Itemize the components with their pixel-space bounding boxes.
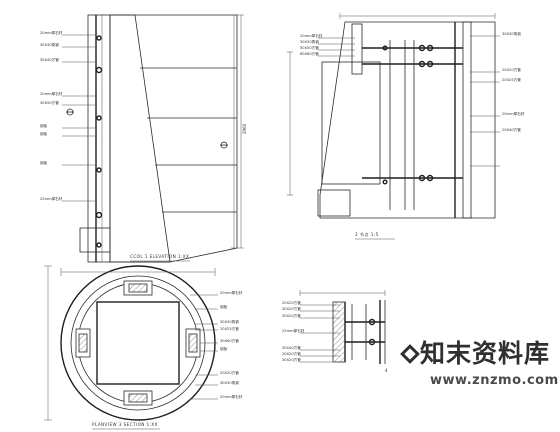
plan-inner-ring xyxy=(70,275,206,411)
small-callout-2: 30X20方管 xyxy=(282,306,301,311)
plan-callout-7: 20X20方管 xyxy=(220,370,239,375)
detail-dimension-line xyxy=(287,13,496,196)
watermark-text: 知末资料库 xyxy=(420,339,550,368)
detail-wall-outline xyxy=(319,21,496,219)
plan-callout-8: 30X30角钢 xyxy=(220,380,239,385)
small-callout-5: 30X40方管 xyxy=(282,345,301,350)
callout-5: 30X50方管 xyxy=(40,100,59,105)
small-callout-7: 30X20方管 xyxy=(282,357,301,362)
plan-callout-1: 20mm厚石材 xyxy=(220,290,243,295)
section-detail: 20mm厚石材 30X30角钢 50X50方管 60X60方管 30X30角钢 … xyxy=(287,13,525,240)
column-wedge xyxy=(109,14,171,263)
callout-8: 钢板 xyxy=(40,160,48,165)
small-callout-1: 20X20方管 xyxy=(282,300,301,305)
detail-right-leaders xyxy=(470,35,500,167)
detail-callout-right-1: 30X30角钢 xyxy=(502,31,521,36)
callout-6: 钢板 xyxy=(40,123,48,128)
plan-callout-2: 钢板 xyxy=(220,304,228,309)
stone-panel xyxy=(462,21,472,219)
plan-callout-3: 30X30角钢 xyxy=(220,319,239,324)
plan-caption: PLANVIEW 3 SECTION 1:XX xyxy=(92,422,158,427)
callout-1: 20mm厚石材 xyxy=(40,30,63,35)
plan-callout-leaders xyxy=(190,294,218,400)
column-body xyxy=(109,14,238,263)
plan-callout-6: 钢板 xyxy=(220,346,228,351)
bracket-assemblies xyxy=(362,44,463,185)
callout-4: 20mm厚石材 xyxy=(40,91,63,96)
small-callout-3: 30X20方管 xyxy=(282,313,301,318)
small-callout-4: 25mm厚石材 xyxy=(282,328,305,333)
plan-callout-4: 20X25方管 xyxy=(220,326,239,331)
small-detail-caption: 4 xyxy=(385,368,388,373)
small-detail-callouts: 20X20方管 30X20方管 30X20方管 25mm厚石材 30X40方管 … xyxy=(282,300,305,362)
bracket-connectors xyxy=(95,35,103,248)
panel-joints xyxy=(140,67,237,213)
watermark-logo-icon xyxy=(400,344,420,364)
plan-callout-5: 30X60方管 xyxy=(220,338,239,343)
callout-3: 30X40方管 xyxy=(40,57,59,62)
steel-frame-strip xyxy=(79,14,111,263)
elevation-view: 20mm厚石材 30X30角钢 30X40方管 20mm厚石材 30X50方管 … xyxy=(40,14,247,263)
detail-caption: 2 节点 1:5 xyxy=(355,232,379,238)
callout-2: 30X30角钢 xyxy=(40,42,59,47)
small-detail-leaders xyxy=(299,290,386,363)
detail-core-hatch xyxy=(321,61,381,185)
plan-callout-9: 20mm厚石材 xyxy=(220,394,243,399)
plan-dimensions xyxy=(44,265,216,421)
plan-callouts: 20mm厚石材 钢板 30X30角钢 20X25方管 30X60方管 钢板 20… xyxy=(220,290,243,399)
detail-callout-right-4: 20mm厚石材 xyxy=(502,111,525,116)
detail-mullions xyxy=(389,40,415,210)
watermark-url: www.znzmo.com xyxy=(430,373,559,388)
detail-callout-top-3: 50X50方管 xyxy=(300,45,319,50)
detail-base-slab xyxy=(317,189,351,217)
small-detail-structure xyxy=(332,300,386,364)
elevation-callouts: 20mm厚石材 30X30角钢 30X40方管 20mm厚石材 30X50方管 … xyxy=(40,30,63,201)
detail-callout-right-3: 20X25方管 xyxy=(502,77,521,82)
detail-top-callouts: 20mm厚石材 30X30角钢 50X50方管 60X60方管 xyxy=(300,33,323,56)
plan-bracket-blocks xyxy=(75,280,201,406)
small-callout-6: 20X20方管 xyxy=(282,351,301,356)
section-markers xyxy=(66,108,228,149)
detail-callout-top-1: 20mm厚石材 xyxy=(300,33,323,38)
detail-callout-right-2: 20X20方管 xyxy=(502,67,521,72)
plan-square-core xyxy=(96,301,180,385)
watermark: 知末资料库 www.znzmo.com xyxy=(400,339,559,388)
callout-7: 钢板 xyxy=(40,131,48,136)
elevation-caption: CCOL 1 ELEVATION 1:XX xyxy=(130,254,189,259)
detail-callout-right-5: 20X40方管 xyxy=(502,127,521,132)
detail-callout-top-2: 30X30角钢 xyxy=(300,39,319,44)
detail-right-callouts: 30X30角钢 20X20方管 20X25方管 20mm厚石材 20X40方管 xyxy=(502,31,525,132)
callout-leaders xyxy=(62,34,97,202)
small-detail: 20X20方管 30X20方管 30X20方管 25mm厚石材 30X40方管 … xyxy=(282,290,388,373)
height-dimension: 2960 xyxy=(242,123,247,134)
detail-callout-top-4: 60X60方管 xyxy=(300,51,319,56)
plan-view: 20mm厚石材 钢板 30X30角钢 20X25方管 30X60方管 钢板 20… xyxy=(44,265,243,430)
detail-top-leaders xyxy=(318,37,355,57)
callout-9: 25mm厚石材 xyxy=(40,196,63,201)
dimension-chain xyxy=(231,14,244,249)
